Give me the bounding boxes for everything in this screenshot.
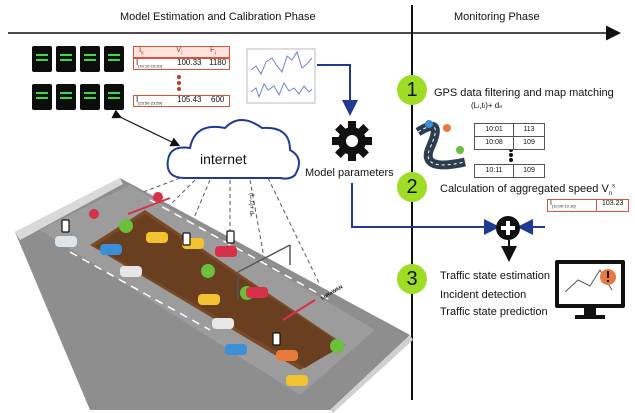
row2-flow: 600 <box>211 95 225 104</box>
cloud-label: internet <box>200 151 247 167</box>
row2-speed: 105.43 <box>177 95 202 104</box>
step-2-badge: 2 <box>397 172 427 202</box>
speed-signal-plot <box>246 48 316 104</box>
table-row <box>133 58 230 70</box>
phase-title-monitoring: Monitoring Phase <box>454 11 540 23</box>
header-interval: I <box>139 45 142 54</box>
step-1-formula: (Lₗ,tₗ)+ dₙ <box>471 101 503 110</box>
step-2-label: Calculation of aggregated speed Vns <box>440 183 616 198</box>
step-3-line-2: Incident detection <box>440 289 527 301</box>
model-parameters-label: Model parameters <box>305 167 394 179</box>
arrow-to-model <box>317 64 358 116</box>
server-cluster-icon <box>32 46 132 116</box>
step-3-badge: 3 <box>397 264 427 294</box>
aggregated-speed-table: I[10:00-10:10] 103.23 <box>547 199 629 212</box>
phase-title-calibration: Model Estimation and Calibration Phase <box>120 11 316 23</box>
header-flow: F <box>210 45 215 54</box>
row1-speed: 100.33 <box>177 58 202 67</box>
cloud-icon <box>166 119 300 180</box>
calibration-table: Ik Vi Fi I[10:10-10:20] 100.33 1180 I[23… <box>133 45 230 108</box>
step-1-badge: 1 <box>397 75 427 105</box>
step-1-label: GPS data filtering and map matching <box>434 87 614 99</box>
row1-flow: 1180 <box>209 58 227 67</box>
aggregated-speed-value: 103.23 <box>602 200 624 207</box>
table-row <box>133 95 230 107</box>
step-3-line-3: Traffic state prediction <box>440 306 548 318</box>
arrow-model-to-plus <box>351 183 500 235</box>
header-speed: V <box>176 45 182 54</box>
server-cloud-link <box>111 109 181 147</box>
gear-icon <box>332 121 372 161</box>
step-3-line-1: Traffic state estimation <box>440 270 551 282</box>
monitor-icon <box>555 260 625 319</box>
gantry-formula: (Lₗ,tₗ)+ dₙ <box>248 193 254 217</box>
road-illustration <box>15 178 413 413</box>
road-map-icon <box>415 120 466 170</box>
